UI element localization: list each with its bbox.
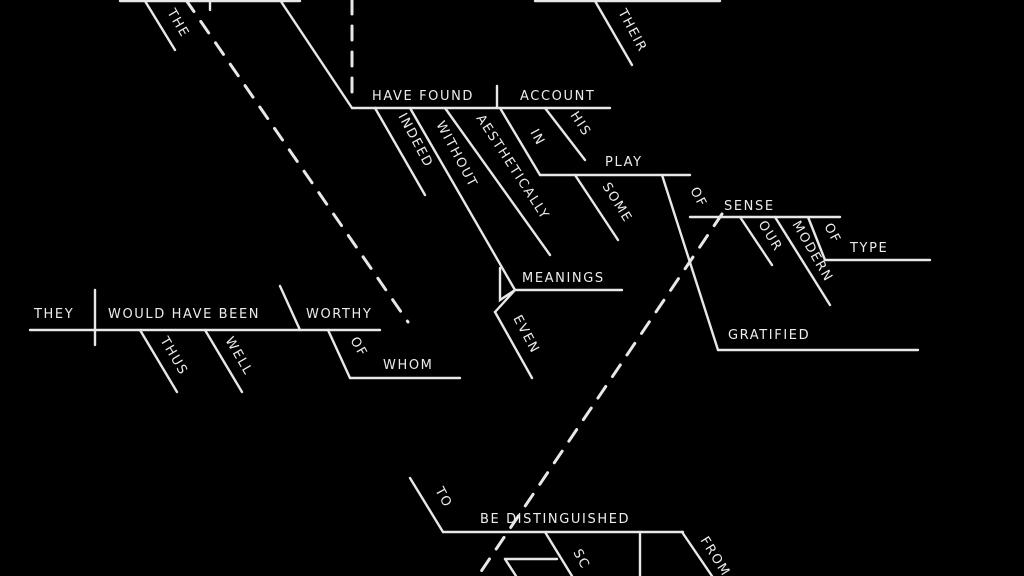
word-of-2: OF [820,221,843,247]
word-account: ACCOUNT [520,89,595,104]
modifier-line-their [593,0,634,67]
dashed-connector-whom [184,0,410,324]
modifier-line-of-whom [326,328,352,380]
word-gratified: GRATIFIED [728,328,810,343]
modifier-line-thus [138,328,179,394]
inner-diagonal [503,557,518,576]
modifier-line-of-type [806,215,827,262]
predicate-divider [278,284,302,332]
word-be-distinguished: BE DISTINGUISHED [480,512,630,527]
word-from: FROM [697,534,733,576]
word-their: THEIR [614,6,650,55]
modifier-line-his [543,106,587,162]
word-whom: WHOM [383,358,433,373]
dashed-connector-bottom [476,212,724,576]
word-have-found: HAVE FOUND [372,89,474,104]
word-type: TYPE [849,241,888,256]
modifier-line-our [738,215,774,267]
word-even: EVEN [509,313,542,357]
word-to: TO [431,484,455,511]
word-would-have-been: WOULD HAVE BEEN [108,307,260,322]
modifier-line-even-diag [493,310,534,380]
word-sc: SC [569,547,592,572]
word-meanings: MEANINGS [522,271,605,286]
word-without: WITHOUT [432,119,480,191]
modifier-line-aesthetically [443,106,552,257]
word-in: IN [526,127,547,149]
word-well: WELL [222,335,256,379]
modifier-line-in [498,106,542,177]
word-play: PLAY [605,155,643,170]
modifier-line-from [680,530,714,576]
word-they: THEY [33,307,74,322]
word-sense: SENSE [724,199,775,214]
modifier-line-the [143,0,177,52]
fork-line [493,288,517,314]
modifier-line-without [408,106,517,292]
word-of-3: OF [347,335,370,361]
word-of-1: OF [686,185,709,211]
modifier-line-well [203,328,244,394]
modifier-line-even [498,266,517,303]
modifier-line-sc [543,530,574,576]
modifier-line-modern [773,215,832,307]
word-worthy: WORTHY [306,307,372,322]
modifier-line-some [573,173,620,242]
word-his: HIS [567,109,594,140]
modifier-line-indeed [373,106,427,197]
word-thus: THUS [156,334,190,379]
connector-line [278,0,354,110]
modifier-line-to [408,476,445,534]
